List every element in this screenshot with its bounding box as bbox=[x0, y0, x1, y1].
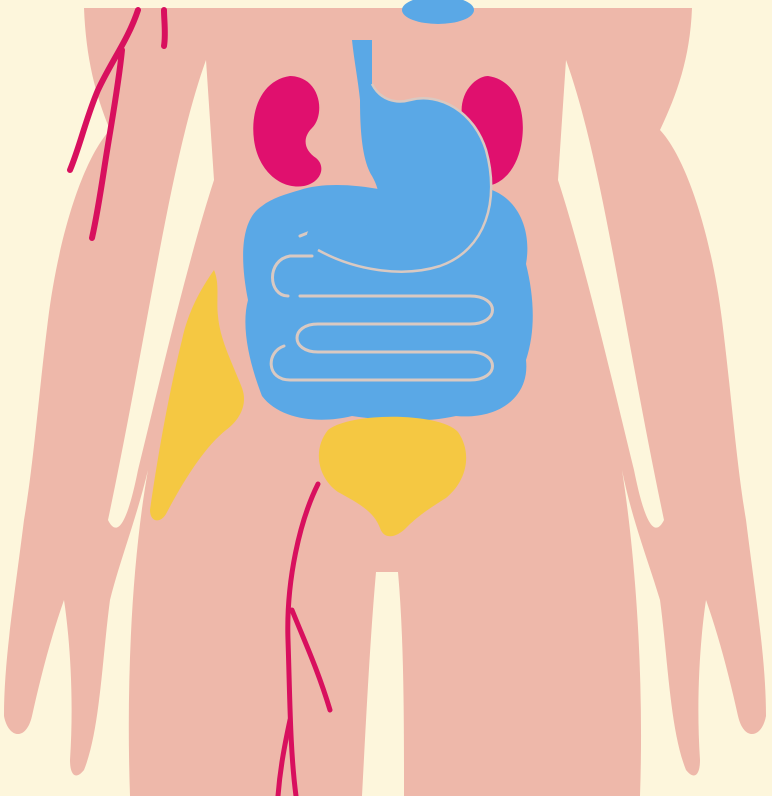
arm-vessel-3 bbox=[164, 10, 165, 46]
